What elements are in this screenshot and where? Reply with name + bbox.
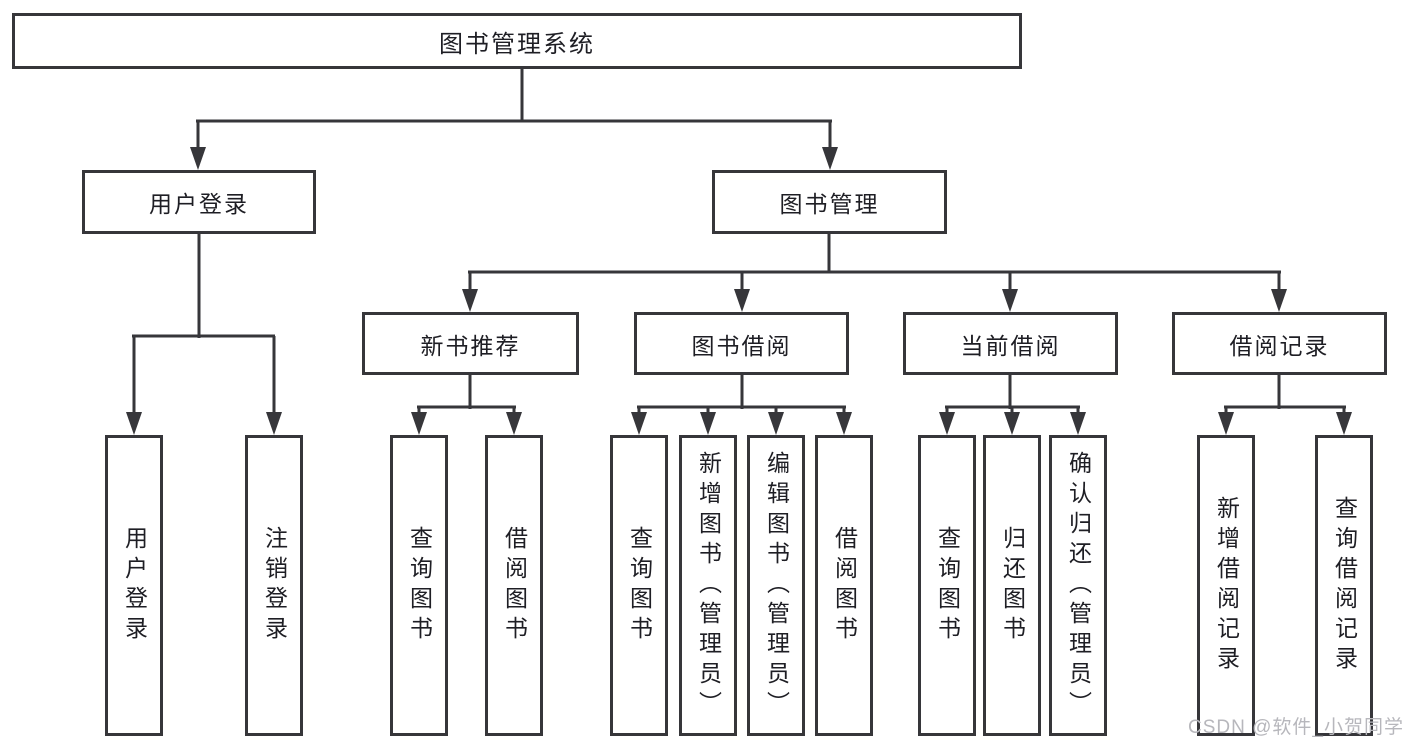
node-library-management-system: 图书管理系统	[12, 13, 1022, 69]
arrowhead	[734, 289, 750, 312]
arrowhead	[190, 147, 206, 170]
arrowhead	[411, 412, 427, 435]
arrowhead	[1002, 289, 1018, 312]
arrowhead	[822, 147, 838, 170]
arrowhead	[1070, 412, 1086, 435]
arrowhead	[462, 289, 478, 312]
leaf-records-query-borrow-record: 查询借阅记录	[1315, 435, 1373, 736]
leaf-recommend-query-books: 查询图书	[390, 435, 448, 736]
leaf-login-logout: 注销登录	[245, 435, 303, 736]
arrowhead	[631, 412, 647, 435]
leaf-borrow-add-books-admin: 新增图书（管理员）	[679, 435, 737, 736]
arrowhead	[836, 412, 852, 435]
leaf-current-confirm-return-admin: 确认归还（管理员）	[1049, 435, 1107, 736]
leaf-current-return-books: 归还图书	[983, 435, 1041, 736]
arrowhead	[1271, 289, 1287, 312]
arrowhead	[1004, 412, 1020, 435]
node-book-borrowing: 图书借阅	[634, 312, 849, 375]
node-current-borrowing: 当前借阅	[903, 312, 1118, 375]
leaf-borrow-query-books: 查询图书	[610, 435, 668, 736]
leaf-records-add-borrow-record: 新增借阅记录	[1197, 435, 1255, 736]
arrowhead	[266, 412, 282, 435]
leaf-borrow-edit-books-admin: 编辑图书（管理员）	[747, 435, 805, 736]
arrowhead	[700, 412, 716, 435]
arrowhead	[939, 412, 955, 435]
leaf-current-query-books: 查询图书	[918, 435, 976, 736]
arrowhead	[126, 412, 142, 435]
leaf-recommend-borrow-books: 借阅图书	[485, 435, 543, 736]
node-user-login: 用户登录	[82, 170, 316, 234]
csdn-watermark: CSDN @软件_小贺同学	[1188, 717, 1404, 738]
leaf-login-user-login: 用户登录	[105, 435, 163, 736]
node-new-book-recommendation: 新书推荐	[362, 312, 579, 375]
node-book-management: 图书管理	[712, 170, 947, 234]
arrowhead	[768, 412, 784, 435]
arrowhead	[1218, 412, 1234, 435]
node-borrowing-records: 借阅记录	[1172, 312, 1387, 375]
arrowhead	[1336, 412, 1352, 435]
arrowhead	[506, 412, 522, 435]
leaf-borrow-borrow-books: 借阅图书	[815, 435, 873, 736]
